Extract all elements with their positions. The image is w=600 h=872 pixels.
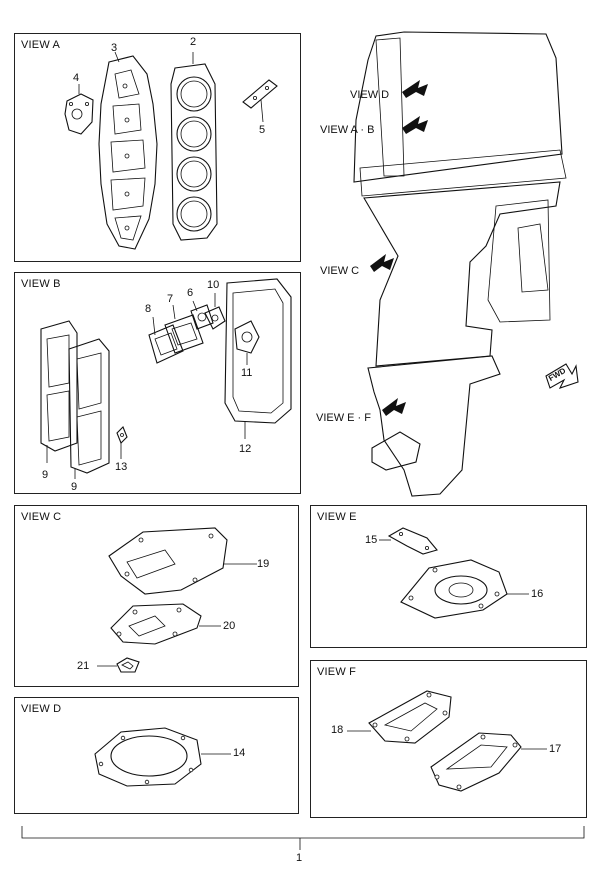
part-number-2: 2 (190, 36, 197, 48)
part-9-gasket-left (40, 320, 78, 452)
view-a-title: VIEW A (21, 39, 61, 51)
part-number-19: 19 (257, 558, 270, 570)
part-number-13: 13 (115, 461, 128, 473)
part-number-17: 17 (549, 743, 562, 755)
part-number-7: 7 (167, 293, 174, 305)
part-7-gasket (164, 314, 204, 354)
part-number-9-right: 9 (71, 481, 78, 493)
view-b-title: VIEW B (21, 278, 61, 290)
part-number-4: 4 (73, 72, 80, 84)
part-3-gasket (98, 55, 158, 250)
part-number-18: 18 (331, 724, 344, 736)
view-e-drawing (379, 527, 529, 619)
view-c-title: VIEW C (21, 511, 62, 523)
callout-view-d: VIEW D (350, 89, 390, 101)
part-15-gasket (387, 527, 438, 555)
view-d-panel: VIEW D 14 (14, 697, 299, 814)
view-f-panel: VIEW F 18 17 (310, 660, 587, 818)
callout-view-ef: VIEW E · F (316, 412, 371, 424)
part-5-gasket (242, 79, 278, 109)
view-e-title: VIEW E (317, 511, 357, 523)
part-number-14: 14 (233, 747, 246, 759)
motor-midsection (363, 181, 561, 367)
part-18-gasket (368, 690, 452, 744)
arrow-view-ab (402, 116, 428, 134)
part-number-1: 1 (296, 852, 303, 864)
part-4-gasket (64, 93, 94, 135)
view-c-drawing (97, 527, 257, 673)
view-b-panel: VIEW B (14, 272, 301, 494)
part-number-12: 12 (239, 443, 252, 455)
part-number-6: 6 (187, 287, 194, 299)
motor-cowling (353, 31, 567, 197)
part-8-gasket (148, 324, 184, 364)
part-19-gasket (108, 527, 228, 595)
part-number-21: 21 (77, 660, 90, 672)
part-number-20: 20 (223, 620, 236, 632)
part-number-15: 15 (365, 534, 378, 546)
view-d-title: VIEW D (21, 703, 62, 715)
part-number-11: 11 (241, 367, 253, 379)
view-a-drawing (64, 51, 278, 250)
part-2-head-gasket (170, 63, 218, 241)
arrow-view-d (402, 80, 428, 98)
motor-gearcase (367, 355, 501, 497)
view-f-title: VIEW F (317, 666, 357, 678)
arrow-view-ef (382, 398, 406, 416)
part-13-gasket (116, 426, 128, 444)
part-number-5: 5 (259, 124, 266, 136)
part-10-gasket (204, 306, 226, 330)
part-12-gasket (224, 278, 292, 424)
part-number-8: 8 (145, 303, 152, 315)
part-21-gasket (116, 657, 140, 673)
fwd-arrow-icon (545, 363, 579, 389)
part-number-16: 16 (531, 588, 544, 600)
view-a-panel: VIEW A (14, 33, 301, 262)
view-d-drawing (94, 727, 231, 787)
view-b-drawing (40, 278, 292, 479)
callout-view-c: VIEW C (320, 265, 360, 277)
part-17-gasket (430, 732, 522, 792)
arrow-view-c (370, 254, 394, 272)
callout-view-ab: VIEW A · B (320, 124, 375, 136)
part-20-gasket (110, 603, 202, 645)
part-1-bracket (21, 826, 585, 850)
part-16-gasket (400, 559, 508, 619)
part-number-10: 10 (207, 279, 220, 291)
part-14-gasket (94, 727, 202, 787)
view-c-panel: VIEW C 19 20 21 (14, 505, 299, 687)
part-number-9-left: 9 (42, 469, 49, 481)
part-6-gasket (190, 304, 214, 330)
view-f-drawing (347, 690, 547, 792)
part-number-3: 3 (111, 42, 118, 54)
part-9-gasket-right (68, 338, 110, 474)
view-e-panel: VIEW E 15 16 (310, 505, 587, 648)
part-11-gasket (234, 320, 260, 354)
